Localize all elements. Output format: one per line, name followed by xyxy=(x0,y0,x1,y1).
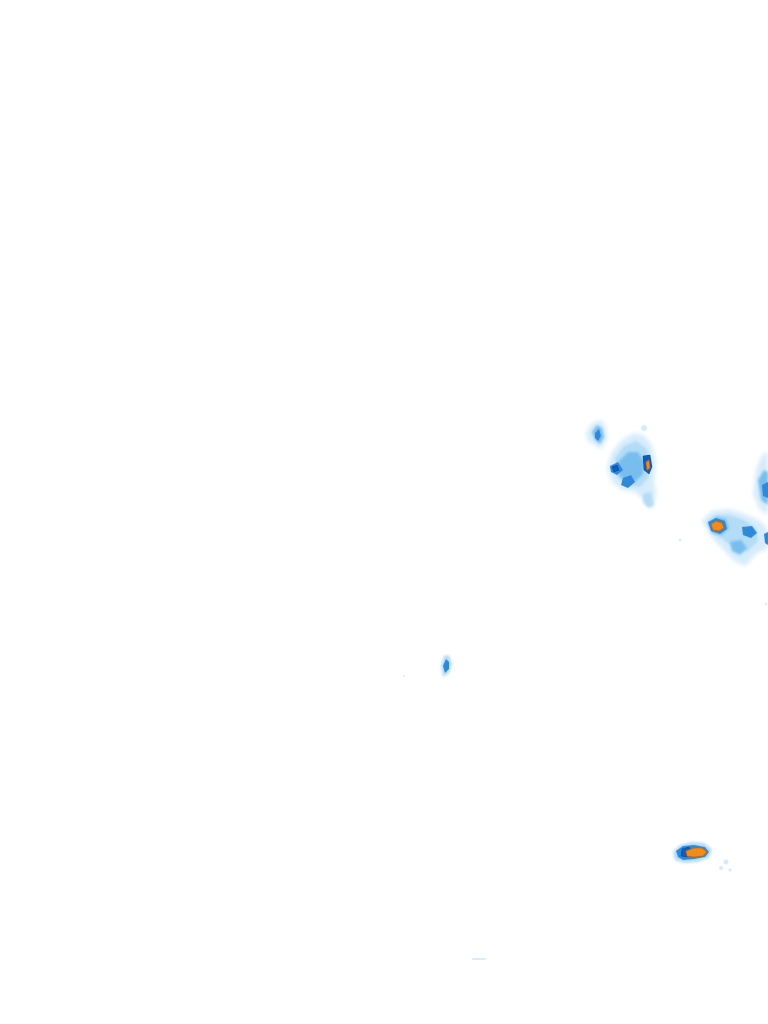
precipitation-cell-b xyxy=(607,433,656,509)
precipitation-cell-c xyxy=(753,452,768,515)
precipitation-cell-a xyxy=(586,420,607,449)
precipitation-cell-f xyxy=(673,842,712,863)
precipitation-cell-e xyxy=(441,655,452,677)
precipitation-speckles xyxy=(403,425,768,960)
precipitation-cell-d xyxy=(702,509,768,566)
